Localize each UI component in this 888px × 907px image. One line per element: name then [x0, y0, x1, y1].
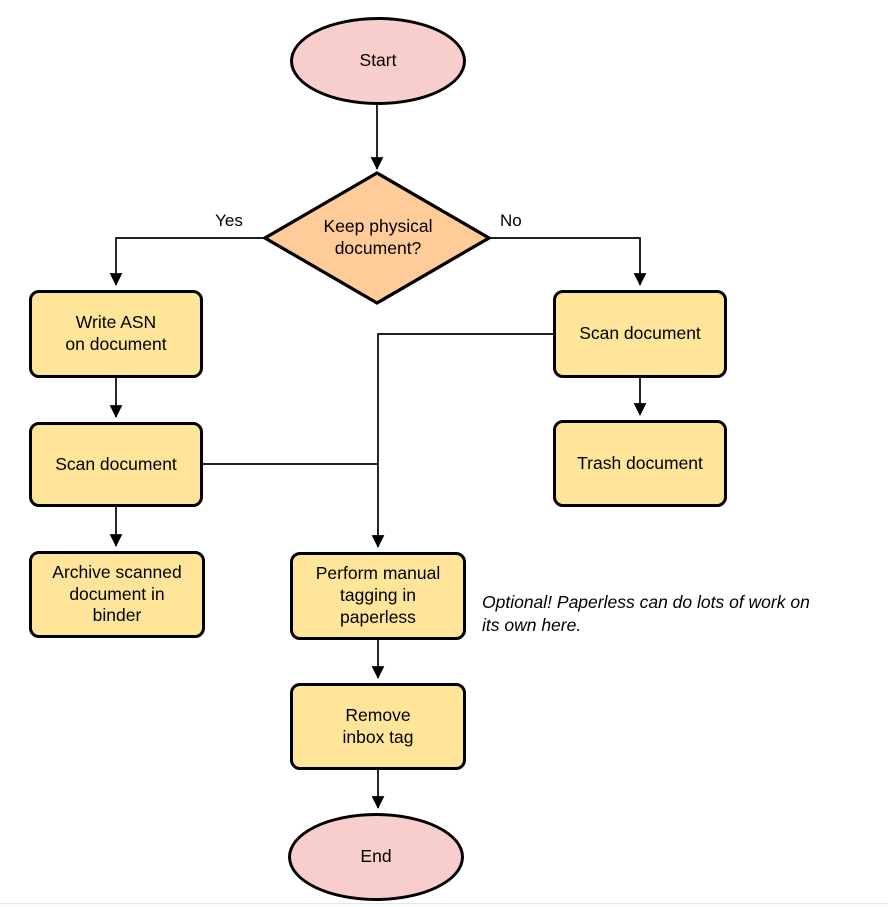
- page-bottom-divider: [0, 903, 888, 904]
- optional-annotation: Optional! Paperless can do lots of work …: [482, 592, 810, 636]
- edge-no-to-scan-right: [489, 237, 647, 286]
- node-end: End: [288, 813, 464, 901]
- node-write-asn: Write ASN on document: [29, 290, 203, 378]
- edge-yes-to-write-asn: [109, 237, 265, 286]
- node-archive-binder: Archive scanned document in binder: [29, 551, 205, 638]
- node-scan-document-left: Scan document: [29, 422, 203, 507]
- node-end-label: End: [360, 846, 392, 867]
- page-bottom-margin: [0, 904, 888, 907]
- node-trash-label: Trash document: [577, 452, 703, 473]
- node-scan-left-label: Scan document: [55, 453, 177, 474]
- node-decision-label: Keep physical document?: [323, 216, 433, 258]
- node-start-label: Start: [359, 50, 397, 71]
- node-scan-document-right: Scan document: [553, 290, 727, 378]
- node-scan-right-label: Scan document: [579, 323, 701, 344]
- node-archive-label: Archive scanned document in binder: [52, 561, 182, 626]
- node-remove-inbox-label: Remove inbox tag: [342, 704, 414, 747]
- node-trash-document: Trash document: [553, 420, 727, 507]
- node-start: Start: [290, 17, 466, 105]
- edge-label-yes: Yes: [215, 211, 243, 230]
- node-remove-inbox-tag: Remove inbox tag: [290, 683, 466, 770]
- node-tagging-label: Perform manual tagging in paperless: [315, 563, 441, 627]
- edge-scan-right-to-tagging: [371, 333, 553, 548]
- node-manual-tagging: Perform manual tagging in paperless: [290, 552, 466, 640]
- edge-label-no: No: [500, 211, 522, 230]
- node-write-asn-label: Write ASN on document: [65, 312, 167, 354]
- node-decision: Keep physical document?: [288, 211, 468, 265]
